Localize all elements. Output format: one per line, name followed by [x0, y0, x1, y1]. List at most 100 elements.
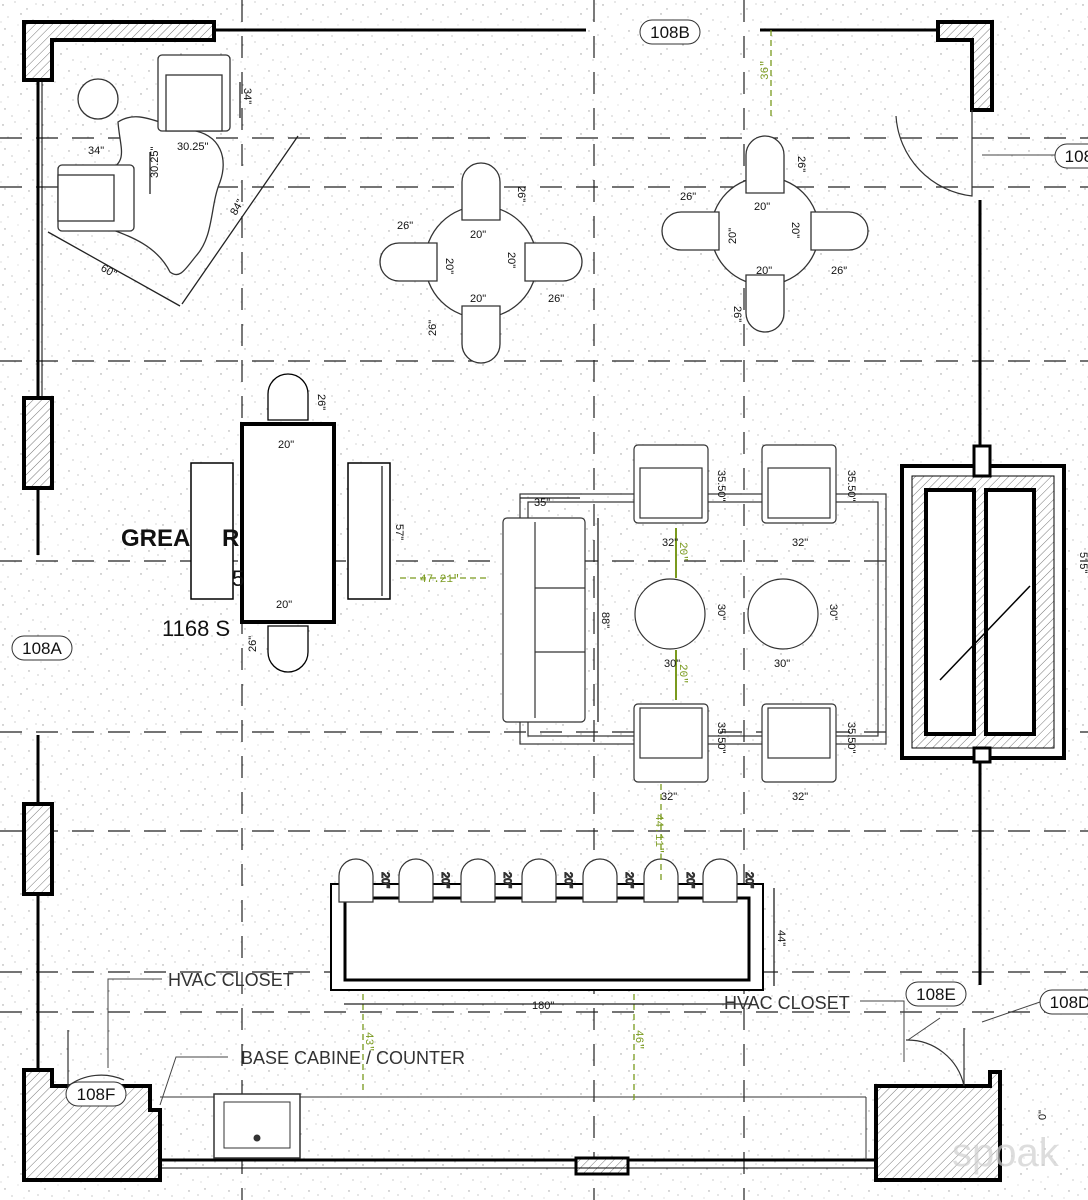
dim-label: 20"	[379, 872, 391, 888]
room-name-tail: R	[222, 525, 239, 552]
svg-text:108B: 108B	[650, 23, 690, 42]
svg-text:108E: 108E	[916, 985, 956, 1004]
dim-label: 34"	[88, 145, 104, 157]
dim-label: 30"	[715, 604, 727, 620]
door-tag-108a: 108A	[11, 635, 73, 661]
base-cabinet-label: BASE CABINE	[241, 1048, 361, 1068]
dim-label: 20"	[789, 222, 801, 238]
room-name: GREA	[121, 525, 190, 552]
dim-label: 46"	[632, 1030, 644, 1050]
base-cabinets	[160, 1093, 867, 1160]
dim-label: 20"	[505, 252, 517, 268]
bar-stool	[702, 858, 738, 903]
dim-label: 26"	[795, 156, 807, 172]
cafe-table-right	[661, 135, 869, 333]
dining-table	[240, 422, 336, 624]
door-tag-108b: 108B	[639, 19, 701, 45]
dimension-lines	[47, 30, 775, 1100]
dim-label: 57"	[393, 524, 405, 540]
dim-label: 20"	[676, 664, 688, 684]
dim-label: 35.50"	[845, 470, 857, 502]
dim-label: 20"	[754, 201, 770, 213]
counter-label: / COUNTER	[366, 1048, 465, 1068]
svg-text:108F: 108F	[77, 1085, 116, 1104]
dim-label: 20"	[684, 872, 696, 888]
fireplace-unit	[900, 444, 1066, 764]
dim-label: 26"	[731, 306, 743, 322]
dim-label: 20"	[470, 293, 486, 305]
dim-label: 20"	[756, 265, 772, 277]
bar-stool	[398, 858, 434, 903]
bar-stools: 20" 20" 20" 20" 20" 20" 20"	[338, 858, 756, 903]
dim-label: 30"	[827, 604, 839, 620]
watermark-logo: spoak	[952, 1131, 1060, 1175]
dim-label: 35.50"	[845, 722, 857, 754]
dim-label: 30"	[664, 658, 680, 670]
coffee-table-left	[634, 578, 706, 650]
living-area	[502, 444, 887, 783]
dim-label: 43"	[362, 1032, 374, 1052]
lounge-chair-top	[157, 54, 231, 132]
partial-dim-label: 5' 5"	[1077, 552, 1088, 573]
dim-label: 20"	[439, 872, 451, 888]
hvac-closet-right-label: HVAC CLOSET	[724, 993, 850, 1013]
dim-label: 26"	[831, 265, 847, 277]
bar-stool	[521, 858, 557, 903]
coffee-table-right	[747, 578, 819, 650]
bar-counter	[330, 883, 764, 991]
dim-label: 20"	[562, 872, 574, 888]
door-tag-108f: 108F	[65, 1081, 127, 1107]
svg-text:108C: 108C	[1065, 147, 1088, 166]
svg-text:108A: 108A	[22, 639, 62, 658]
dim-label: 32"	[792, 791, 808, 803]
dining-bench-left	[190, 462, 234, 600]
bar-stool	[643, 858, 679, 903]
dim-label: 44.11"	[652, 814, 664, 854]
svg-text:108D: 108D	[1050, 993, 1088, 1012]
dim-label: 20"	[501, 872, 513, 888]
room-area: 1168 S	[162, 616, 230, 641]
dim-label: 44"	[775, 930, 787, 946]
sofa	[502, 517, 586, 723]
dim-label: 36"	[760, 60, 772, 80]
dining-bench-right	[347, 462, 391, 600]
dim-label: 20"	[676, 542, 688, 562]
dim-label: 26"	[427, 320, 439, 336]
door-tag-108e: 108E	[905, 981, 967, 1007]
partial-zero-label: 0"	[1037, 1110, 1049, 1120]
dim-label: 20"	[743, 872, 755, 888]
dim-label: 26"	[315, 394, 327, 410]
dim-label: 34"	[241, 88, 253, 104]
dim-label: 32"	[662, 537, 678, 549]
lounge-chair-left	[57, 164, 135, 232]
dim-label: 30.25"	[177, 141, 209, 153]
bar-stool	[460, 858, 496, 903]
dim-label: 20"	[623, 872, 635, 888]
dim-label: 20"	[727, 228, 739, 244]
dim-label: 180"	[532, 1000, 554, 1012]
dim-label: 20"	[470, 229, 486, 241]
dim-label: 88"	[599, 612, 611, 628]
bar-stool	[582, 858, 618, 903]
partial-label: 5	[232, 566, 244, 591]
door-swings	[67, 110, 973, 1088]
lounge-area	[57, 54, 231, 276]
dim-label: 32"	[661, 791, 677, 803]
dim-label: 26"	[548, 293, 564, 305]
door-tag-108d: 108D	[1039, 989, 1088, 1015]
leader-lines	[107, 154, 1055, 1106]
dim-label: 35"	[534, 497, 550, 509]
dim-label: 47.21"	[420, 574, 460, 586]
door-tag-108c: 108C	[1054, 143, 1088, 169]
dim-label: 20"	[443, 258, 455, 274]
dim-label: 26"	[515, 186, 527, 202]
bar-stool	[338, 858, 374, 903]
side-table	[77, 78, 119, 120]
dim-label: 30.25"	[149, 146, 161, 178]
dim-label: 30"	[774, 658, 790, 670]
cafe-table-left	[379, 162, 583, 364]
dim-label: 32"	[792, 537, 808, 549]
dim-label: 35.50"	[715, 470, 727, 502]
dim-label: 26"	[247, 636, 259, 652]
